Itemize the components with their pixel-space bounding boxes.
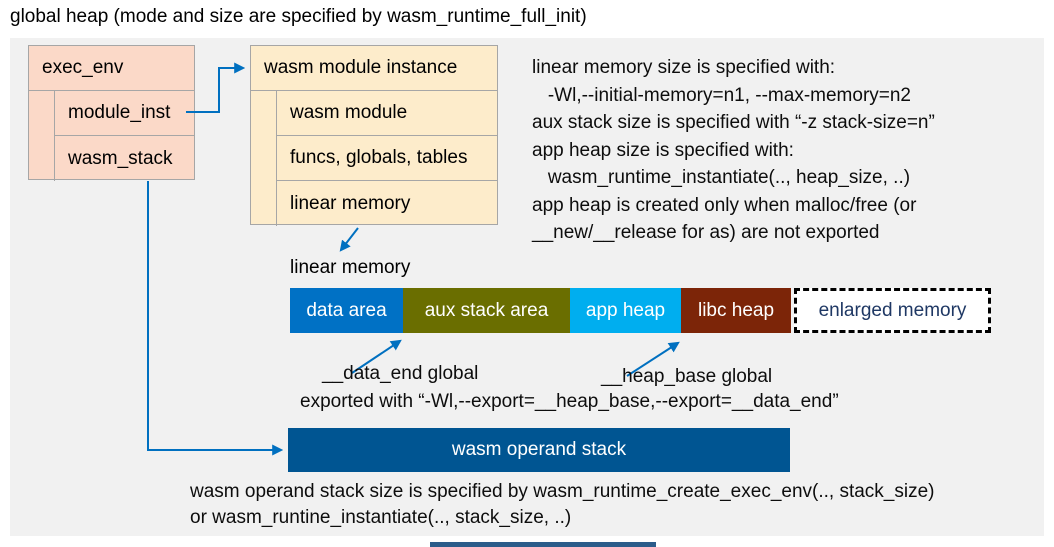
right-notes: linear memory size is specified with: -W… <box>532 54 935 247</box>
note-line: wasm_runtime_instantiate(.., heap_size, … <box>532 167 911 188</box>
bottom-accent-bar <box>430 542 656 547</box>
row-funcs-globals-tables: funcs, globals, tables <box>277 136 497 181</box>
exec-env-rows: module_inst wasm_stack <box>54 91 194 181</box>
export-flags-label: exported with “-Wl,--export=__heap_base,… <box>300 391 839 412</box>
heap-base-global-label: __heap_base global <box>601 366 773 387</box>
exec-env-box: exec_env module_inst wasm_stack <box>28 45 195 181</box>
note-line: -Wl,--initial-memory=n1, --max-memory=n2 <box>532 84 911 106</box>
page-title: global heap (mode and size are specified… <box>10 6 587 27</box>
segment-data-area: data area <box>290 288 403 333</box>
wasm-operand-stack-bar: wasm operand stack <box>288 428 790 472</box>
segment-aux-stack-area: aux stack area <box>403 288 570 333</box>
exec-env-row-module-inst: module_inst <box>55 91 194 136</box>
note-line: app heap is created only when malloc/fre… <box>532 194 917 216</box>
bottom-note-line: wasm operand stack size is specified by … <box>190 481 935 502</box>
bottom-notes: wasm operand stack size is specified by … <box>190 479 935 531</box>
note-line: app heap size is specified with: <box>532 139 794 161</box>
exec-env-row-wasm-stack: wasm_stack <box>68 147 173 169</box>
module-instance-box: wasm module instance wasm module funcs, … <box>250 45 498 226</box>
row-linear-memory: linear memory <box>290 192 411 214</box>
segment-app-heap: app heap <box>570 288 681 333</box>
note-line: __new/__release for as) are not exported <box>532 222 880 243</box>
module-instance-header: wasm module instance <box>251 46 497 91</box>
note-line: aux stack size is specified with “-z sta… <box>532 112 935 133</box>
note-line: linear memory size is specified with: <box>532 57 836 78</box>
row-wasm-module: wasm module <box>277 91 497 136</box>
linear-memory-label: linear memory <box>290 257 411 278</box>
exec-env-header: exec_env <box>29 46 194 91</box>
module-instance-rows: wasm module funcs, globals, tables linea… <box>276 91 497 226</box>
segment-libc-heap: libc heap <box>681 288 791 333</box>
data-end-global-label: __data_end global <box>322 363 479 384</box>
segment-enlarged-memory: enlarged memory <box>794 288 991 333</box>
bottom-note-line: or wasm_runtine_instantiate(.., stack_si… <box>190 507 572 528</box>
linear-memory-bar: data area aux stack area app heap libc h… <box>290 288 991 333</box>
